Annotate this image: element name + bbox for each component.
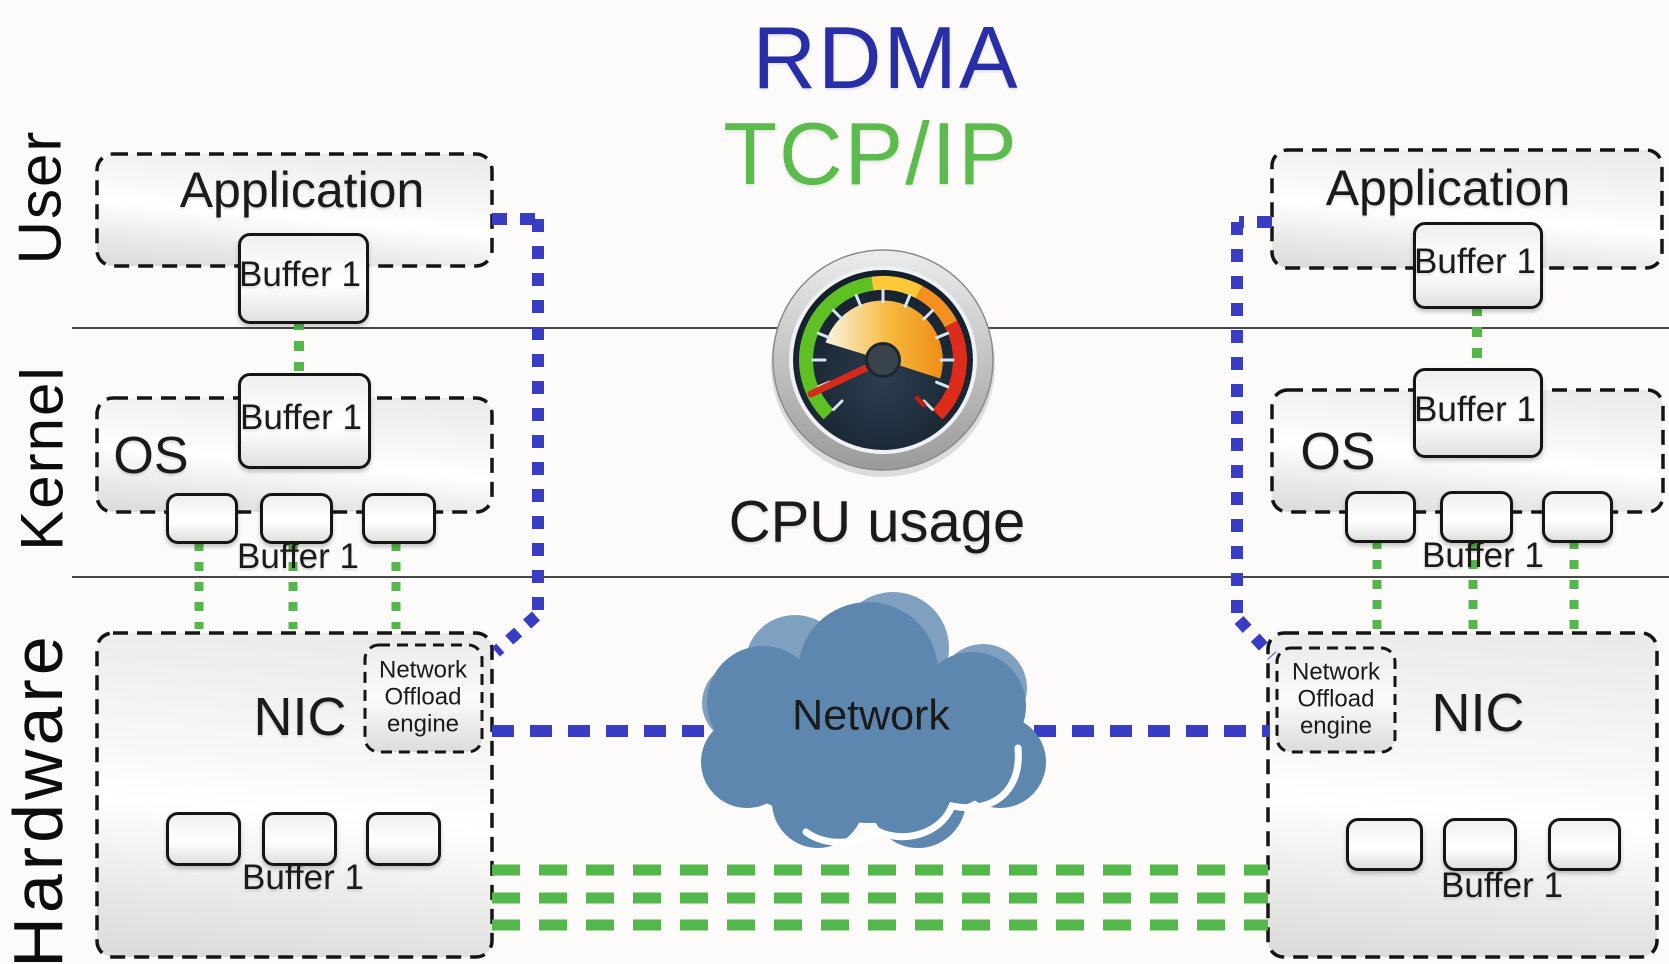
left-os-label: OS <box>113 427 189 485</box>
right-os-buffer-caption: Buffer 1 <box>1422 536 1544 575</box>
gauge-ticks <box>811 288 955 411</box>
left-nic-buffer-caption: Buffer 1 <box>242 858 364 897</box>
left-os-buffer-caption: Buffer 1 <box>237 537 359 576</box>
gauge-arc-yellow <box>871 276 923 299</box>
left-os-buffer-label: Buffer 1 <box>240 398 362 437</box>
left-nic-label: NIC <box>253 687 347 747</box>
right-application-buffer-label: Buffer 1 <box>1414 242 1536 281</box>
gauge-hub <box>865 342 901 378</box>
gauge-needle <box>807 352 895 398</box>
right-nic-buffer-caption: Buffer 1 <box>1441 866 1563 905</box>
cpu-gauge-icon <box>771 249 995 477</box>
network-cloud-label: Network <box>792 691 950 740</box>
right-os-buffer-slot-1 <box>1345 491 1416 543</box>
title-tcpip: TCP/IP <box>723 104 1019 203</box>
left-nic-engine-label: Network Offload engine <box>378 656 468 738</box>
rdma-path-left-elbow <box>491 611 541 657</box>
right-os-label: OS <box>1300 423 1376 481</box>
left-nic-buffer-slot-1 <box>166 812 241 866</box>
right-nic-engine-label: Network Offload engine <box>1291 658 1381 740</box>
rdma-paths <box>491 213 1277 737</box>
gauge-red-mark <box>914 395 927 408</box>
right-nic-buffer-slot-2 <box>1443 818 1517 871</box>
layer-label-hardware: Hardware <box>0 632 77 964</box>
gauge-arc-red <box>932 320 967 420</box>
right-os-buffer-slot-3 <box>1542 491 1613 543</box>
left-application-label: Application <box>179 162 425 218</box>
layer-label-user: User <box>6 129 74 265</box>
cpu-usage-caption: CPU usage <box>728 489 1026 555</box>
title-rdma: RDMA <box>752 8 1020 107</box>
left-os-buffer-slot-1 <box>166 493 238 544</box>
left-application-buffer-label: Buffer 1 <box>239 255 361 294</box>
right-application-label: Application <box>1325 160 1571 216</box>
gauge-arc-green <box>799 276 874 420</box>
right-nic-label: NIC <box>1431 683 1525 743</box>
layer-label-kernel: Kernel <box>8 365 76 551</box>
gauge-arc-orange <box>915 285 958 328</box>
right-nic-buffer-slot-1 <box>1346 818 1423 871</box>
right-os-buffer-label: Buffer 1 <box>1414 390 1536 429</box>
left-os-buffer-slot-3 <box>362 493 436 544</box>
gauge-wedge <box>825 300 943 379</box>
right-nic-buffer-slot-3 <box>1548 818 1621 871</box>
left-nic-buffer-slot-3 <box>366 812 441 866</box>
cloud-highlight <box>802 744 1022 846</box>
